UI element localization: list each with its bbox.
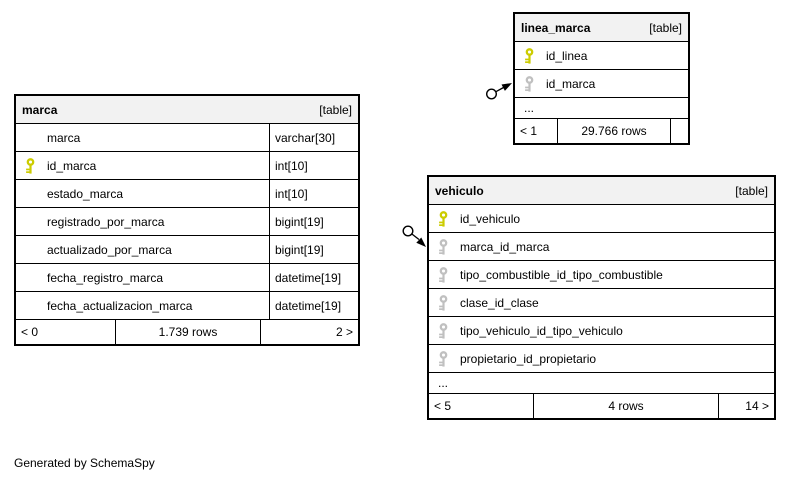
- table-type-badge: [table]: [649, 20, 682, 35]
- column-type: bigint[19]: [269, 208, 358, 235]
- column-type: datetime[19]: [269, 292, 358, 319]
- column-row: id_vehiculo: [429, 205, 774, 233]
- column-row: fecha_registro_marca datetime[19]: [16, 264, 358, 292]
- foreign-key-icon: [438, 350, 460, 367]
- primary-key-icon: [438, 210, 460, 227]
- table-type-badge: [table]: [319, 102, 352, 117]
- column-name: estado_marca: [47, 186, 124, 201]
- footer-children-count: < 1: [515, 119, 558, 143]
- column-type: datetime[19]: [269, 264, 358, 291]
- column-row: id_marca int[10]: [16, 152, 358, 180]
- primary-key-icon: [25, 157, 47, 174]
- hidden-columns-ellipsis: ...: [429, 373, 774, 394]
- footer-row-count: 4 rows: [534, 394, 719, 418]
- footer-children-count: < 0: [16, 320, 116, 344]
- column-name: id_marca: [546, 76, 596, 91]
- column-row: id_linea: [515, 42, 688, 70]
- column-name: tipo_combustible_id_tipo_combustible: [460, 267, 663, 282]
- column-type: int[10]: [269, 152, 358, 179]
- column-row: propietario_id_propietario: [429, 345, 774, 373]
- footer-children-count: < 5: [429, 394, 534, 418]
- primary-key-icon: [524, 47, 546, 64]
- column-row: tipo_combustible_id_tipo_combustible: [429, 261, 774, 289]
- column-name: marca_id_marca: [460, 239, 550, 254]
- column-type: int[10]: [269, 180, 358, 207]
- column-name: id_linea: [546, 48, 588, 63]
- column-row: registrado_por_marca bigint[19]: [16, 208, 358, 236]
- table-footer: < 5 4 rows 14 >: [429, 394, 774, 418]
- relationship-connector-vehiculo: [402, 225, 426, 247]
- column-name: tipo_vehiculo_id_tipo_vehiculo: [460, 323, 623, 338]
- table-node-linea-marca[interactable]: linea_marca [table] id_linea: [513, 12, 690, 145]
- table-node-marca[interactable]: marca [table] marca varchar[30] id_marca…: [14, 94, 360, 346]
- table-name: linea_marca: [521, 20, 591, 35]
- column-row: marca varchar[30]: [16, 124, 358, 152]
- column-row: id_marca: [515, 70, 688, 98]
- column-row: tipo_vehiculo_id_tipo_vehiculo: [429, 317, 774, 345]
- foreign-key-icon: [438, 266, 460, 283]
- table-header: vehiculo [table]: [429, 177, 774, 205]
- table-footer: < 0 1.739 rows 2 >: [16, 320, 358, 344]
- footer-row-count: 1.739 rows: [116, 320, 261, 344]
- table-type-badge: [table]: [735, 183, 768, 198]
- column-type: bigint[19]: [269, 236, 358, 263]
- column-name: id_marca: [47, 158, 97, 173]
- column-name: clase_id_clase: [460, 295, 539, 310]
- footer-parents-count: 14 >: [745, 399, 769, 413]
- column-name: registrado_por_marca: [47, 214, 165, 229]
- column-row: fecha_actualizacion_marca datetime[19]: [16, 292, 358, 320]
- table-footer: < 1 29.766 rows: [515, 119, 688, 143]
- foreign-key-icon: [438, 294, 460, 311]
- column-name: fecha_registro_marca: [47, 270, 164, 285]
- relationship-connector-linea-marca: [485, 83, 512, 100]
- table-name: marca: [22, 102, 58, 117]
- column-row: estado_marca int[10]: [16, 180, 358, 208]
- column-type: varchar[30]: [269, 124, 358, 151]
- column-name: id_vehiculo: [460, 211, 521, 226]
- table-header: marca [table]: [16, 96, 358, 124]
- column-row: marca_id_marca: [429, 233, 774, 261]
- foreign-key-icon: [438, 322, 460, 339]
- footer-row-count: 29.766 rows: [558, 119, 671, 143]
- table-name: vehiculo: [435, 183, 484, 198]
- foreign-key-icon: [438, 238, 460, 255]
- column-name: actualizado_por_marca: [47, 242, 172, 257]
- footer-parents-count: [671, 119, 688, 143]
- generated-by-note: Generated by SchemaSpy: [14, 456, 155, 470]
- column-name: propietario_id_propietario: [460, 351, 597, 366]
- column-row: actualizado_por_marca bigint[19]: [16, 236, 358, 264]
- column-name: fecha_actualizacion_marca: [47, 298, 193, 313]
- table-header: linea_marca [table]: [515, 14, 688, 42]
- column-row: clase_id_clase: [429, 289, 774, 317]
- footer-parents-count: 2 >: [335, 325, 353, 339]
- table-node-vehiculo[interactable]: vehiculo [table] id_vehiculo: [427, 175, 776, 420]
- column-name: marca: [47, 130, 81, 145]
- hidden-columns-ellipsis: ...: [515, 98, 688, 119]
- foreign-key-icon: [524, 75, 546, 92]
